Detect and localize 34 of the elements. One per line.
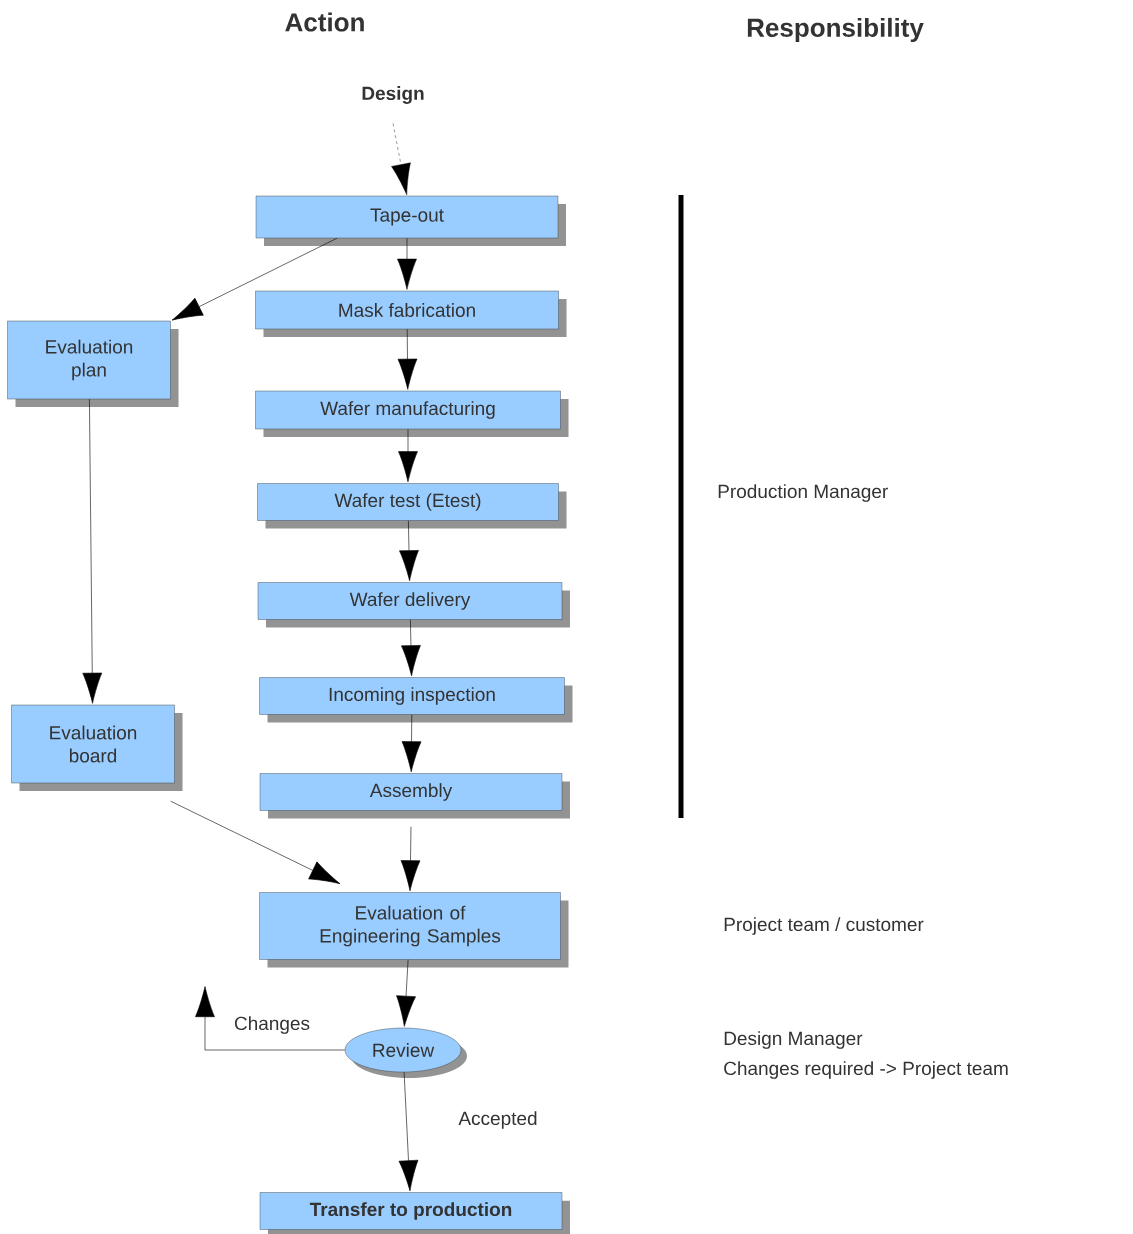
arrow xyxy=(170,800,341,884)
process-box: Transfer to production xyxy=(259,1192,570,1234)
column-heading: Responsibility xyxy=(747,17,924,43)
process-box: Incoming inspection xyxy=(259,677,573,723)
process-box: Evaluation board xyxy=(11,704,183,791)
process-box: Tape-out xyxy=(255,195,566,246)
arrow xyxy=(195,986,346,1051)
responsibility-label: Production Manager xyxy=(718,484,888,502)
responsibility-label: Changes required -> Project team xyxy=(724,1061,1008,1079)
arrow xyxy=(401,619,421,677)
process-box: Evaluation of Engineering Samples xyxy=(259,892,569,968)
edge-label: Accepted xyxy=(457,1110,539,1130)
arrow xyxy=(399,520,419,582)
arrow xyxy=(397,328,418,390)
arrow xyxy=(391,123,411,196)
arrow xyxy=(398,1071,419,1192)
responsibility-label: Project team / customer xyxy=(724,917,924,935)
arrow xyxy=(401,714,422,773)
start-label: Design xyxy=(362,86,424,104)
process-box: Assembly xyxy=(259,773,570,819)
arrow xyxy=(398,428,418,483)
process-box: Wafer manufacturing xyxy=(255,390,569,437)
arrow xyxy=(400,826,421,892)
edge-label: Changes xyxy=(233,1015,312,1035)
responsibility-label: Design Manager xyxy=(724,1031,863,1049)
process-box: Wafer test (Etest) xyxy=(257,483,567,529)
arrow xyxy=(397,237,417,290)
arrow xyxy=(171,237,338,321)
arrow xyxy=(82,398,103,704)
process-box: Evaluation plan xyxy=(7,320,179,407)
process-box: Wafer delivery xyxy=(257,582,570,628)
column-heading: Action xyxy=(285,12,364,32)
arrow xyxy=(396,959,416,1027)
process-box: Mask fabrication xyxy=(255,290,567,337)
